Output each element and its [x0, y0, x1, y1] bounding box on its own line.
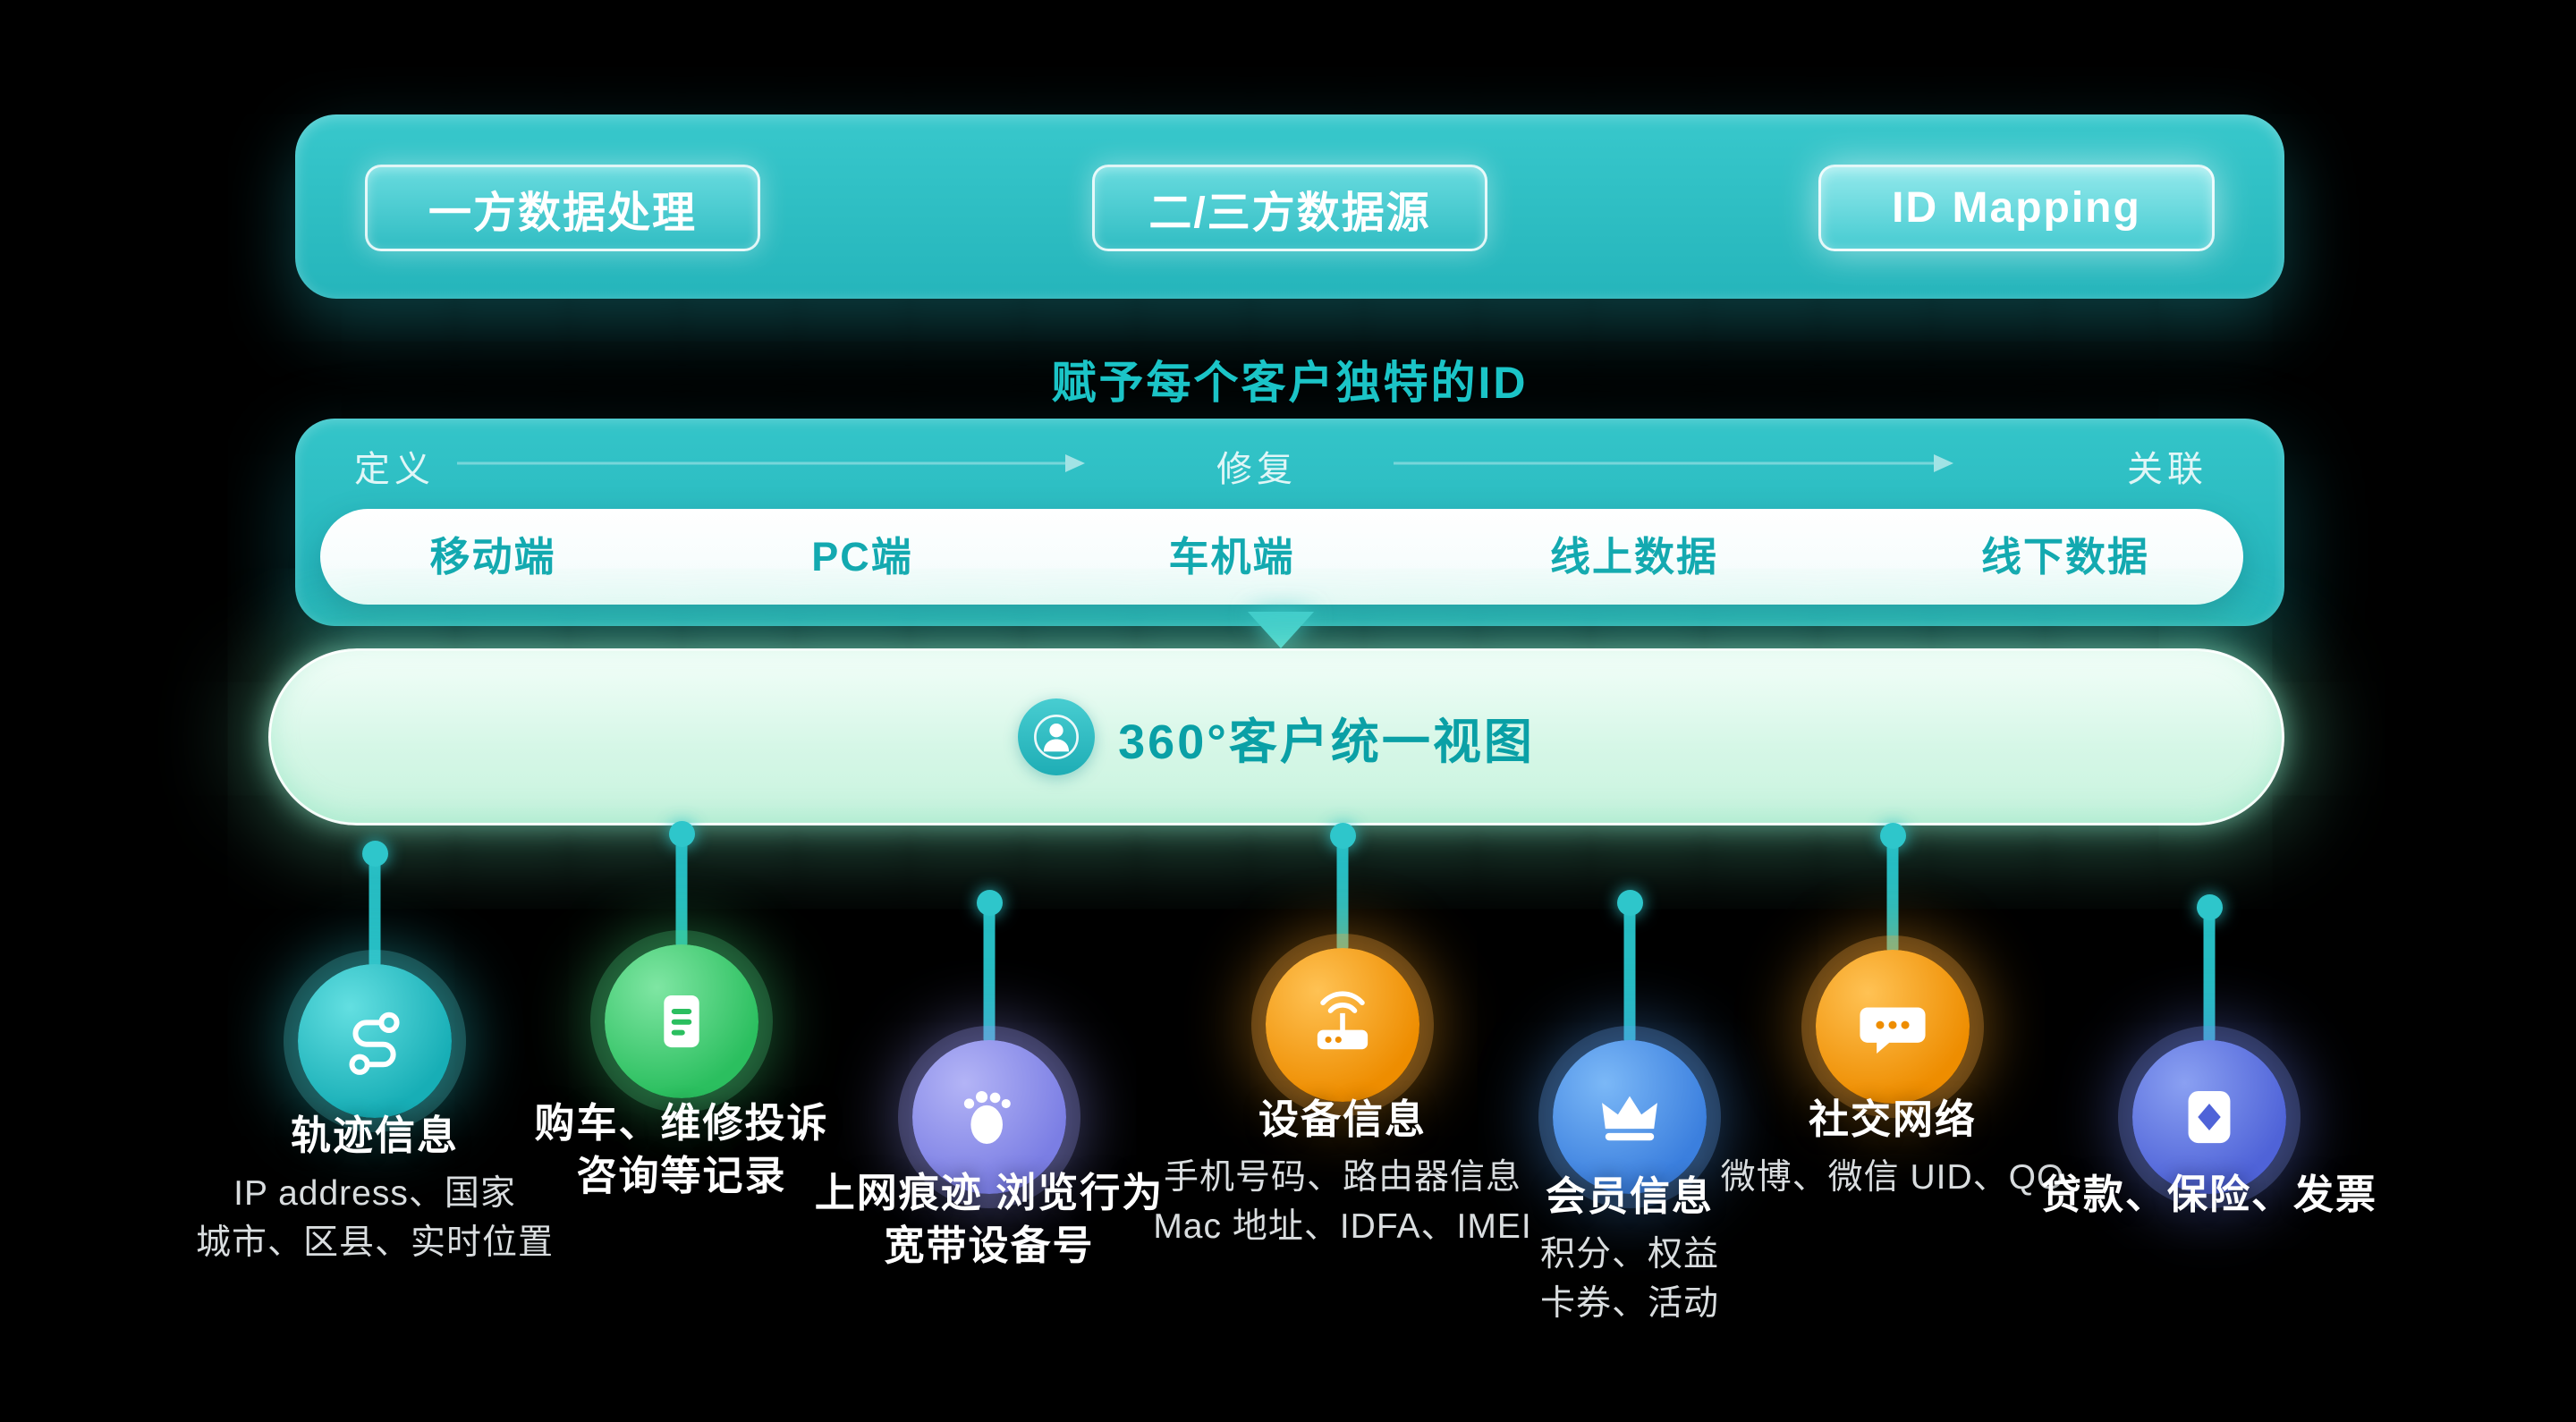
source-detail: 卡券、活动	[1539, 1284, 1719, 1323]
connector-line	[1623, 899, 1636, 1045]
source-title: 宽带设备号	[884, 1223, 1095, 1268]
source-circle	[605, 944, 758, 1098]
router-icon	[1317, 991, 1368, 1050]
connector-line	[983, 899, 996, 1045]
source-title: 社交网络	[1808, 1096, 1977, 1142]
document-icon	[664, 995, 699, 1048]
channel-bar: 移动端 PC端 车机端 线上数据 线下数据	[320, 509, 2243, 605]
channel-mobile: 移动端	[429, 534, 556, 580]
connector-line	[1886, 832, 1899, 954]
source-circle	[1266, 948, 1419, 1102]
source-title: 咨询等记录	[576, 1153, 787, 1198]
person-icon	[1034, 715, 1080, 759]
source-detail: 手机号码、路由器信息	[1163, 1158, 1521, 1197]
stage-associate: 关联	[2127, 450, 2207, 489]
source-detail: Mac 地址、IDFA、IMEI	[1153, 1207, 1532, 1246]
chat-icon	[1860, 1007, 1926, 1054]
source-detail: IP address、国家	[233, 1174, 516, 1213]
arrow-right-icon	[457, 454, 1085, 472]
unified-view-label: 360°客户统一视图	[1118, 715, 1535, 769]
route-icon	[349, 1011, 400, 1075]
connector-line	[675, 830, 688, 949]
source-detail: 微博、微信 UID、QQ	[1720, 1158, 2065, 1197]
source-title: 上网痕迹 浏览行为	[814, 1170, 1165, 1215]
source-circle	[2132, 1040, 2286, 1194]
connector-line	[369, 850, 381, 970]
person-icon-badge	[1018, 698, 1096, 775]
chip-second-third-party-data[interactable]: 二/三方数据源	[1092, 165, 1487, 251]
source-title: 轨迹信息	[290, 1113, 459, 1158]
crown-icon	[1602, 1096, 1657, 1141]
down-arrow-icon	[1248, 612, 1314, 648]
source-detail: 积分、权益	[1539, 1235, 1719, 1274]
source-circle	[912, 1040, 1066, 1194]
headline: 赋予每个客户独特的ID	[1051, 358, 1529, 408]
stage-repair: 修复	[1216, 450, 1297, 489]
source-circle	[1553, 1040, 1707, 1194]
source-circle	[298, 964, 452, 1118]
data-pipeline-header: 一方数据处理 二/三方数据源 ID Mapping	[295, 114, 2284, 299]
source-title: 会员信息	[1545, 1173, 1714, 1219]
channel-online-data: 线上数据	[1549, 534, 1719, 580]
unified-view-bar: 360°客户统一视图	[268, 648, 2284, 825]
connector-line	[2203, 903, 2216, 1045]
source-title: 购车、维修投诉	[534, 1100, 829, 1146]
source-title: 设备信息	[1258, 1096, 1427, 1142]
channel-pc: PC端	[811, 534, 913, 580]
arrow-right-icon	[1394, 454, 1953, 472]
chip-first-party-data[interactable]: 一方数据处理	[365, 165, 760, 251]
channel-offline-data: 线下数据	[1980, 534, 2150, 580]
stage-define: 定义	[354, 450, 435, 489]
connector-line	[1336, 832, 1349, 952]
channel-car: 车机端	[1168, 534, 1295, 580]
source-title: 贷款、保险、发票	[2040, 1172, 2377, 1217]
source-circle	[1816, 950, 1970, 1104]
source-detail: 城市、区县、实时位置	[195, 1223, 554, 1262]
chip-id-mapping[interactable]: ID Mapping	[1818, 165, 2215, 251]
footprint-icon	[963, 1090, 1011, 1144]
invoice-icon	[2188, 1090, 2231, 1144]
